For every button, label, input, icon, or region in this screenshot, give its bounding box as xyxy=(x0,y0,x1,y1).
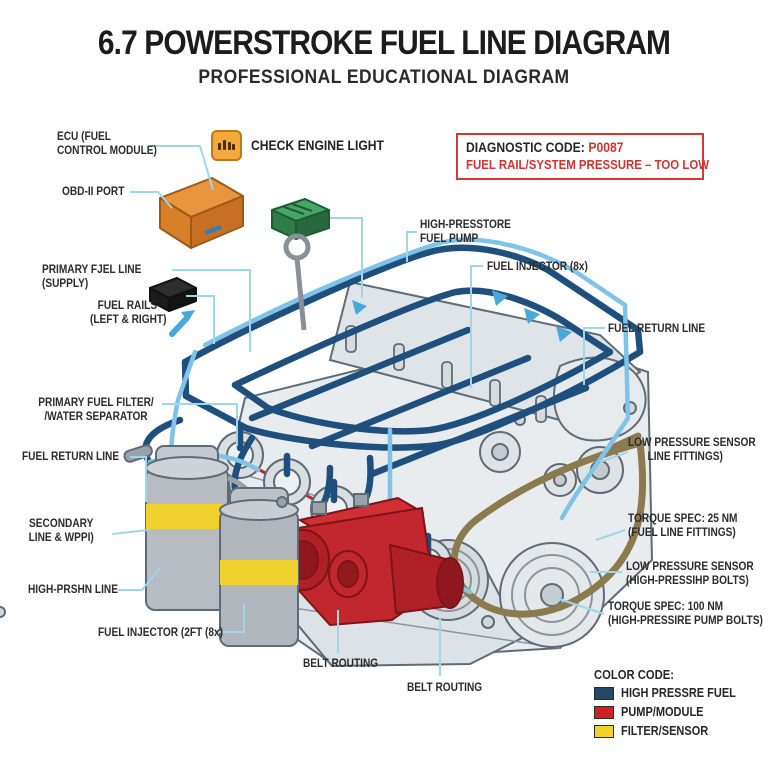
callout-obd-port: OBD-II PORT xyxy=(62,186,125,198)
obd-connector xyxy=(271,198,330,240)
callout-fuel-return-right: FUEL RETURN LINE xyxy=(608,323,706,335)
check-engine-icon xyxy=(211,130,242,161)
page-subtitle: PROFESSIONAL EDUCATIONAL DIAGRAM xyxy=(198,67,570,88)
color-code-legend: COLOR CODE: HIGH PRESSRE FUEL PUMP/MODUL… xyxy=(594,668,752,743)
callout-belt-routing-left: BELT ROUTING xyxy=(303,658,379,670)
fuel-filters xyxy=(123,444,299,647)
callout-torque-spec-100: TORQUE SPEC: 100 NM (HIGH-PRESSIRE PUMP … xyxy=(608,601,763,628)
diagnostic-code-line: DIAGNOSTIC CODE:P0087 xyxy=(466,140,671,155)
legend-swatch-blue xyxy=(594,686,614,700)
callout-low-pressure-sensor-bolts: LOW PRESSURE SENSOR (HIGH-PRESSIHP BOLTS… xyxy=(626,561,754,588)
callout-torque-spec-25: TORQUE SPEC: 25 NM (FUEL LINE FITTINGS) xyxy=(628,513,738,540)
callout-fuel-injector-right: FUEL INJECTOR (8x) xyxy=(487,261,588,273)
callout-primary-fuel-filter: PRIMARY FUEL FILTER/ /WATER SEPARATOR xyxy=(38,397,154,424)
leader-lines xyxy=(111,145,629,676)
callout-primary-fuel-line: PRIMARY FJEL LINE (SUPPLY) xyxy=(42,264,142,291)
serpentine-belt xyxy=(450,432,647,618)
diagnostic-code-label: DIAGNOSTIC CODE: xyxy=(466,140,585,155)
diagnostic-code-box: DIAGNOSTIC CODE:P0087 FUEL RAIL/SYSTEM P… xyxy=(456,133,710,180)
header: 6.7 POWERSTROKE FUEL LINE DIAGRAM PROFES… xyxy=(0,24,768,89)
diagnostic-code-description: FUEL RAIL/SYSTEM PRESSURE – TOO LOW xyxy=(466,157,710,172)
diagnostic-code-value: P0087 xyxy=(588,140,624,155)
legend-swatch-yellow xyxy=(594,724,614,738)
callout-ecu: ECU (FUEL CONTROL MODULE) xyxy=(57,131,157,158)
callout-high-pressure-pump: HIGH-PRESSTORE FUEL PUMP xyxy=(420,219,511,246)
legend-item-filter-sensor: FILTER/SENSOR xyxy=(594,724,752,738)
check-engine-label: CHECK ENGINE LIGHT xyxy=(251,138,384,153)
callout-high-prshn-line: HIGH-PRSHN LINE xyxy=(28,584,118,596)
callout-belt-routing-right: BELT ROUTING xyxy=(407,682,483,694)
legend-item-pump-module: PUMP/MODULE xyxy=(594,705,752,719)
flow-arrow-icons xyxy=(352,290,572,342)
callout-fuel-injector-left: FUEL INJECTOR (2FT (8x) xyxy=(98,627,224,639)
page-title: 6.7 POWERSTROKE FUEL LINE DIAGRAM xyxy=(97,24,671,62)
dipstick-handle xyxy=(283,233,311,331)
legend-swatch-red xyxy=(594,705,614,719)
check-engine-indicator: CHECK ENGINE LIGHT xyxy=(211,130,399,161)
legend-item-high-pressure: HIGH PRESSRE FUEL xyxy=(594,686,752,700)
callout-fuel-return-left: FUEL RETURN LINE xyxy=(22,451,120,463)
fuel-rail-connector xyxy=(149,277,197,337)
callout-low-pressure-sensor-fittings: LOW PRESSURE SENSOR LINE FITTINGS) xyxy=(628,437,756,464)
callout-fuel-rails: FUEL RAILS (LEFT & RIGHT) xyxy=(90,300,167,327)
legend-title: COLOR CODE: xyxy=(594,668,675,682)
callout-secondary-line: SECONDARY LINE & WPPI) xyxy=(28,518,94,545)
ecu-module xyxy=(159,177,244,249)
